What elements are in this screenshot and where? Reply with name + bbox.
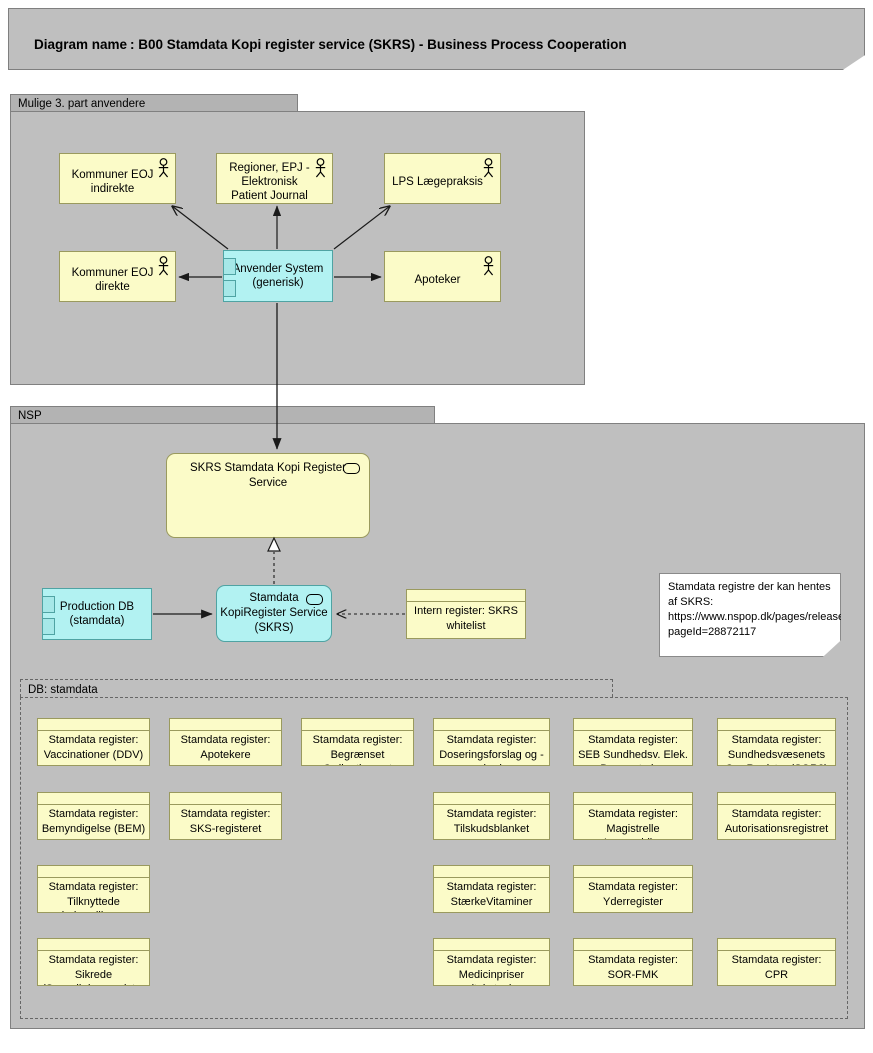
register-box[interactable]: Stamdata register: Tilskudsblanket (433, 792, 550, 840)
actor-kommuner-eoj-indirekte[interactable]: Kommuner EOJ indirekte (59, 153, 176, 204)
actor-label: LPS Lægepraksis (392, 175, 483, 188)
diagram-title-banner: Diagram name: B00 Stamdata Kopi register… (8, 8, 865, 70)
register-header-strip (38, 719, 149, 731)
register-label: Intern register: SKRS whitelist (414, 605, 518, 632)
actor-icon (483, 158, 494, 178)
actor-label: Kommuner EOJ indirekte (71, 168, 154, 195)
register-box[interactable]: Stamdata register: Sikrede (Sygesikrings… (37, 938, 150, 986)
actor-label: Apoteker (414, 273, 461, 286)
register-header-strip (574, 793, 692, 805)
register-label: Stamdata register: Medicinpriser (takste… (446, 954, 537, 985)
register-header-strip (434, 939, 549, 951)
register-label: Stamdata register: SOR-FMK (588, 954, 678, 981)
register-header-strip (574, 866, 692, 878)
register-box[interactable]: Stamdata register: SKS-registeret (169, 792, 282, 840)
register-label: Stamdata register: Yderregister (588, 881, 678, 908)
actor-lps-laegepraksis[interactable]: LPS Lægepraksis (384, 153, 501, 204)
register-label: Stamdata register: Tilskudsblanket (446, 808, 537, 835)
register-box[interactable]: Stamdata register: Apotekere (169, 718, 282, 766)
register-header-strip (38, 793, 149, 805)
register-label: Stamdata register: Apotekere (180, 734, 271, 761)
register-box[interactable]: Stamdata register: Vaccinationer (DDV) (37, 718, 150, 766)
group-header-db-stamdata: DB: stamdata (20, 679, 613, 697)
note-text: Stamdata registre der kan hentes af SKRS… (668, 581, 873, 638)
diagram-name-label: Diagram name (34, 37, 128, 52)
actor-apoteker[interactable]: Apoteker (384, 251, 501, 302)
register-header-strip (434, 866, 549, 878)
component-label: Production DB (stamdata) (59, 601, 135, 627)
actor-icon (483, 256, 494, 276)
register-header-strip (434, 719, 549, 731)
component-tab-upper-icon (224, 258, 236, 275)
register-header-strip (434, 793, 549, 805)
register-box[interactable]: Stamdata register: Magistrelle Lægemidle… (573, 792, 693, 840)
actor-regioner-epj[interactable]: Regioner, EPJ - Elektronisk Patient Jour… (216, 153, 333, 204)
actor-icon (158, 256, 169, 276)
register-label: Stamdata register: SEB Sundhedsv. Elek. … (578, 734, 688, 765)
register-header-strip (718, 719, 835, 731)
register-header-strip (170, 793, 281, 805)
register-box[interactable]: Stamdata register: Autorisationsregistre… (717, 792, 836, 840)
register-header-strip (38, 939, 149, 951)
group-header-third-party: Mulige 3. part anvendere (10, 94, 298, 111)
register-label: Stamdata register: Bemyndigelse (BEM) (41, 808, 146, 835)
register-label: Stamdata register: SKS-registeret (180, 808, 271, 835)
service-label: SKRS Stamdata Kopi Register Service (190, 462, 346, 489)
actor-icon (158, 158, 169, 178)
register-label: Stamdata register: Magistrelle Lægemidle… (588, 808, 678, 839)
register-header-strip (302, 719, 413, 731)
register-header-strip (407, 590, 525, 602)
actor-icon (315, 158, 326, 178)
register-label: Stamdata register: Begrænset Ordinations… (312, 734, 403, 765)
register-label: Stamdata register: CPR (731, 954, 822, 981)
register-label: Stamdata register: Vaccinationer (DDV) (43, 734, 144, 761)
application-service-icon (343, 463, 360, 474)
register-label: Stamdata register: Sikrede (Sygesikrings… (42, 954, 145, 985)
register-header-strip (574, 719, 692, 731)
group-label-third-party: Mulige 3. part anvendere (18, 98, 146, 110)
register-box[interactable]: Stamdata register: SOR-FMK (573, 938, 693, 986)
register-box[interactable]: Stamdata register: Tilknyttede behandlin… (37, 865, 150, 913)
actor-label: Regioner, EPJ - Elektronisk Patient Jour… (229, 161, 310, 202)
register-box[interactable]: Stamdata register: StærkeVitaminer (433, 865, 550, 913)
diagram-name-line: Diagram name: B00 Stamdata Kopi register… (19, 16, 864, 70)
service-label: Stamdata KopiRegister Service (SKRS) (220, 592, 328, 634)
component-label: Anvender System (generisk) (232, 263, 324, 289)
application-service-icon (306, 594, 323, 605)
register-box[interactable]: Stamdata register: CPR (717, 938, 836, 986)
register-label: Stamdata register: Sundhedsvæsenets Org … (725, 734, 828, 765)
group-header-nsp: NSP (10, 406, 435, 423)
component-tab-upper-icon (43, 596, 55, 613)
register-header-strip (718, 939, 835, 951)
register-box[interactable]: Stamdata register: Yderregister (573, 865, 693, 913)
register-box[interactable]: Stamdata register: Sundhedsvæsenets Org … (717, 718, 836, 766)
group-label-nsp: NSP (18, 410, 42, 422)
register-box[interactable]: Stamdata register: Doseringsforslag og -… (433, 718, 550, 766)
register-box[interactable]: Stamdata register: Medicinpriser (takste… (433, 938, 550, 986)
component-anvender-system[interactable]: Anvender System (generisk) (223, 250, 333, 302)
note-stamdata-registre: Stamdata registre der kan hentes af SKRS… (659, 573, 841, 657)
register-box[interactable]: Stamdata register: Begrænset Ordinations… (301, 718, 414, 766)
register-label: Stamdata register: StærkeVitaminer (446, 881, 537, 908)
register-intern-skrs-whitelist[interactable]: Intern register: SKRS whitelist (406, 589, 526, 639)
register-header-strip (38, 866, 149, 878)
actor-kommuner-eoj-direkte[interactable]: Kommuner EOJ direkte (59, 251, 176, 302)
component-production-db[interactable]: Production DB (stamdata) (42, 588, 152, 640)
register-label: Stamdata register: Autorisationsregistre… (724, 808, 829, 835)
service-skrs-stamdata-kopi-register[interactable]: SKRS Stamdata Kopi Register Service (166, 453, 370, 538)
service-stamdata-kopiregister-skrs[interactable]: Stamdata KopiRegister Service (SKRS) (216, 585, 332, 642)
register-label: Stamdata register: Tilknyttede behandlin… (48, 881, 139, 912)
component-tab-lower-icon (43, 618, 55, 635)
diagram-name-value: : B00 Stamdata Kopi register service (SK… (130, 37, 627, 52)
register-label: Stamdata register: Doseringsforslag og -… (439, 734, 544, 765)
register-box[interactable]: Stamdata register: Bemyndigelse (BEM) (37, 792, 150, 840)
actor-label: Kommuner EOJ direkte (71, 266, 154, 293)
register-box[interactable]: Stamdata register: SEB Sundhedsv. Elek. … (573, 718, 693, 766)
register-header-strip (718, 793, 835, 805)
register-header-strip (170, 719, 281, 731)
component-tab-lower-icon (224, 280, 236, 297)
register-header-strip (574, 939, 692, 951)
group-label-db-stamdata: DB: stamdata (28, 684, 98, 696)
